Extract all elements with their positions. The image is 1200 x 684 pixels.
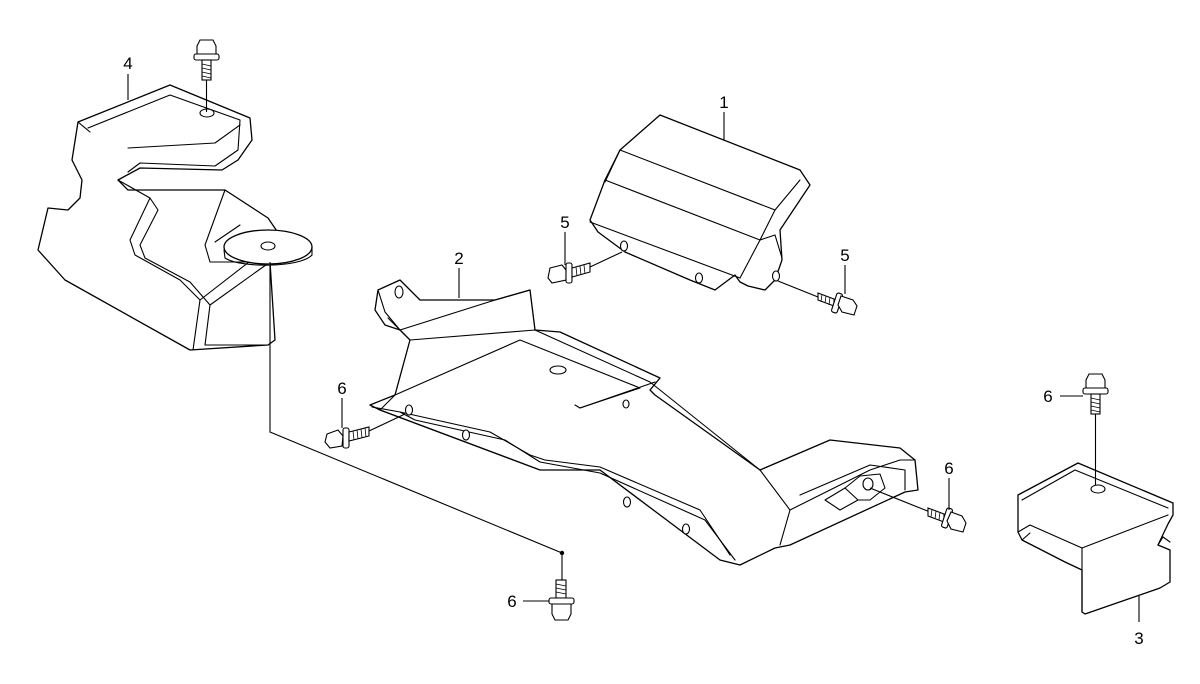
bolt-5-right: [777, 265, 858, 316]
mounting-hole: [394, 285, 404, 299]
mounting-hole: [771, 270, 781, 282]
mounting-hole: [622, 496, 632, 508]
bolt-6-right: [869, 478, 967, 533]
mounting-hole: [694, 272, 704, 284]
assembly-line: [269, 262, 563, 580]
part-2-skid-plate: [369, 279, 919, 566]
part-4-bracket: [37, 84, 313, 351]
mounting-hole: [404, 404, 414, 416]
bolt-6-part-3: [1060, 373, 1109, 485]
bolt-6-lower: [523, 550, 575, 621]
part-3-bracket: [1017, 462, 1174, 615]
mounting-hole: [681, 523, 691, 535]
bolt-part-4: [193, 39, 220, 112]
callout-6-lower: 6: [507, 592, 516, 611]
mounting-hole: [862, 477, 874, 491]
mounting-hole: [260, 241, 276, 251]
callout-4: 4: [123, 54, 132, 73]
mounting-hole: [1090, 484, 1106, 494]
callout-3: 3: [1134, 629, 1143, 648]
part-1-cover: [589, 114, 811, 291]
callout-5-left: 5: [560, 213, 569, 232]
mounting-hole: [549, 365, 567, 375]
callout-6-left: 6: [337, 379, 346, 398]
bolt-5-left: [547, 232, 623, 284]
callout-6-right: 6: [944, 459, 953, 478]
mounting-hole: [619, 240, 629, 252]
bolt-6-left: [324, 398, 406, 449]
mounting-hole: [622, 399, 630, 409]
callout-6-part-3: 6: [1043, 387, 1052, 406]
mounting-hole: [461, 429, 471, 441]
callout-1: 1: [719, 93, 728, 112]
callout-2: 2: [454, 249, 463, 268]
callout-5-right: 5: [840, 246, 849, 265]
